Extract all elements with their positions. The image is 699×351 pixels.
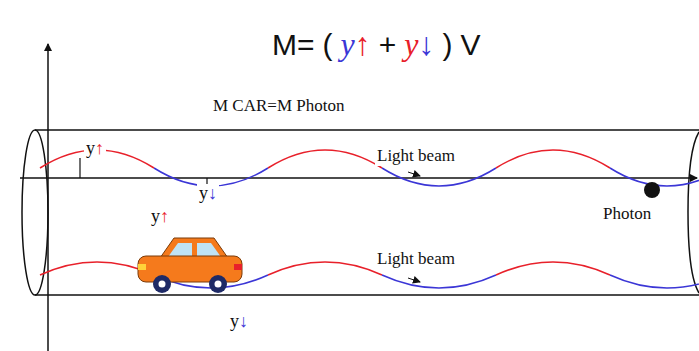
beam-arrow <box>408 172 420 176</box>
formula: M=(y↑+y↓)V <box>272 26 480 63</box>
formula-symbol: V <box>460 28 480 62</box>
beam-label: Light beam <box>375 250 457 269</box>
formula-variable: y↑ <box>341 26 371 63</box>
tube-end-right <box>688 132 699 293</box>
formula-symbol: M= <box>272 28 315 62</box>
amplitude-label: y↑ <box>151 207 169 227</box>
photon-label: Photon <box>603 205 651 224</box>
car <box>138 238 242 293</box>
photon-dot <box>644 182 660 198</box>
formula-bracket: ) <box>442 28 452 62</box>
formula-operator: + <box>379 28 397 62</box>
amplitude-label: y↓ <box>230 312 248 332</box>
formula-variable: y↓ <box>404 26 434 63</box>
amplitude-label: y↓ <box>197 184 219 204</box>
tube-bottom <box>35 294 699 296</box>
equation-note: M CAR=M Photon <box>213 97 344 116</box>
amplitude-label: y↑ <box>84 139 106 159</box>
horizontal-axis <box>20 177 697 179</box>
upper-wave <box>40 150 699 186</box>
amplitude-tick <box>79 158 80 178</box>
formula-bracket: ( <box>323 28 333 62</box>
tube-top <box>35 129 699 131</box>
beam-arrow <box>408 278 420 282</box>
beam-label: Light beam <box>375 147 457 166</box>
tube-end-left <box>22 130 48 295</box>
